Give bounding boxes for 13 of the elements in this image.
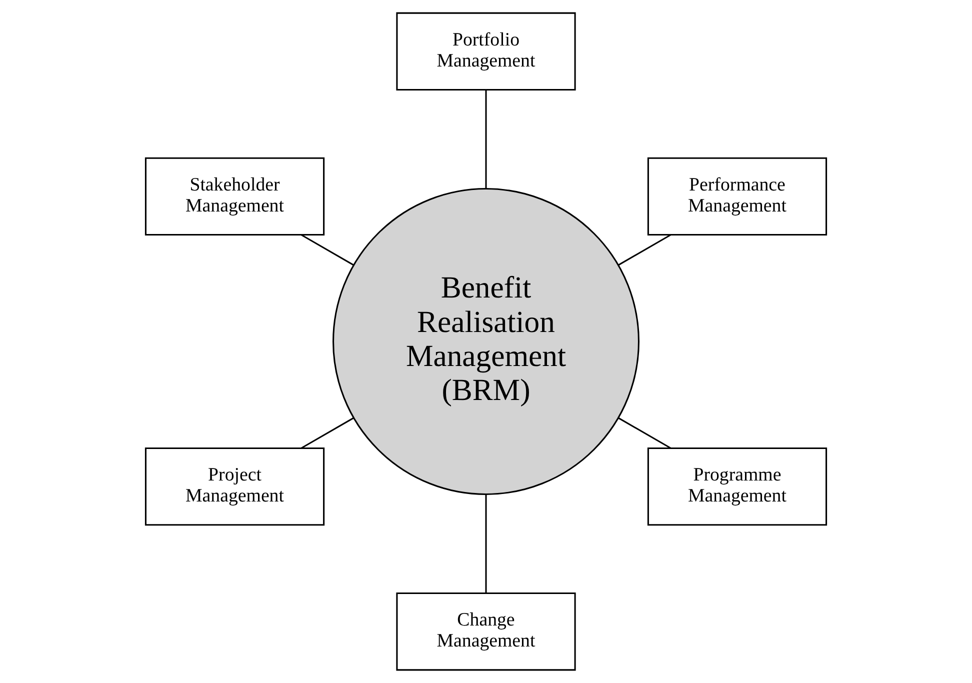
connector <box>300 234 354 266</box>
node-box: Project Management <box>144 447 325 526</box>
connector <box>485 494 487 593</box>
node-box: Portfolio Management <box>396 12 576 90</box>
connector <box>618 234 672 266</box>
connector <box>300 417 354 449</box>
node-box: Programme Management <box>647 447 828 526</box>
node-box: Performance Management <box>647 157 828 236</box>
node-box: Change Management <box>396 592 576 671</box>
connector <box>618 417 672 449</box>
connector <box>485 90 487 188</box>
node-box: Stakeholder Management <box>144 157 325 236</box>
node-circle: Benefit Realisation Management (BRM) <box>332 188 640 495</box>
